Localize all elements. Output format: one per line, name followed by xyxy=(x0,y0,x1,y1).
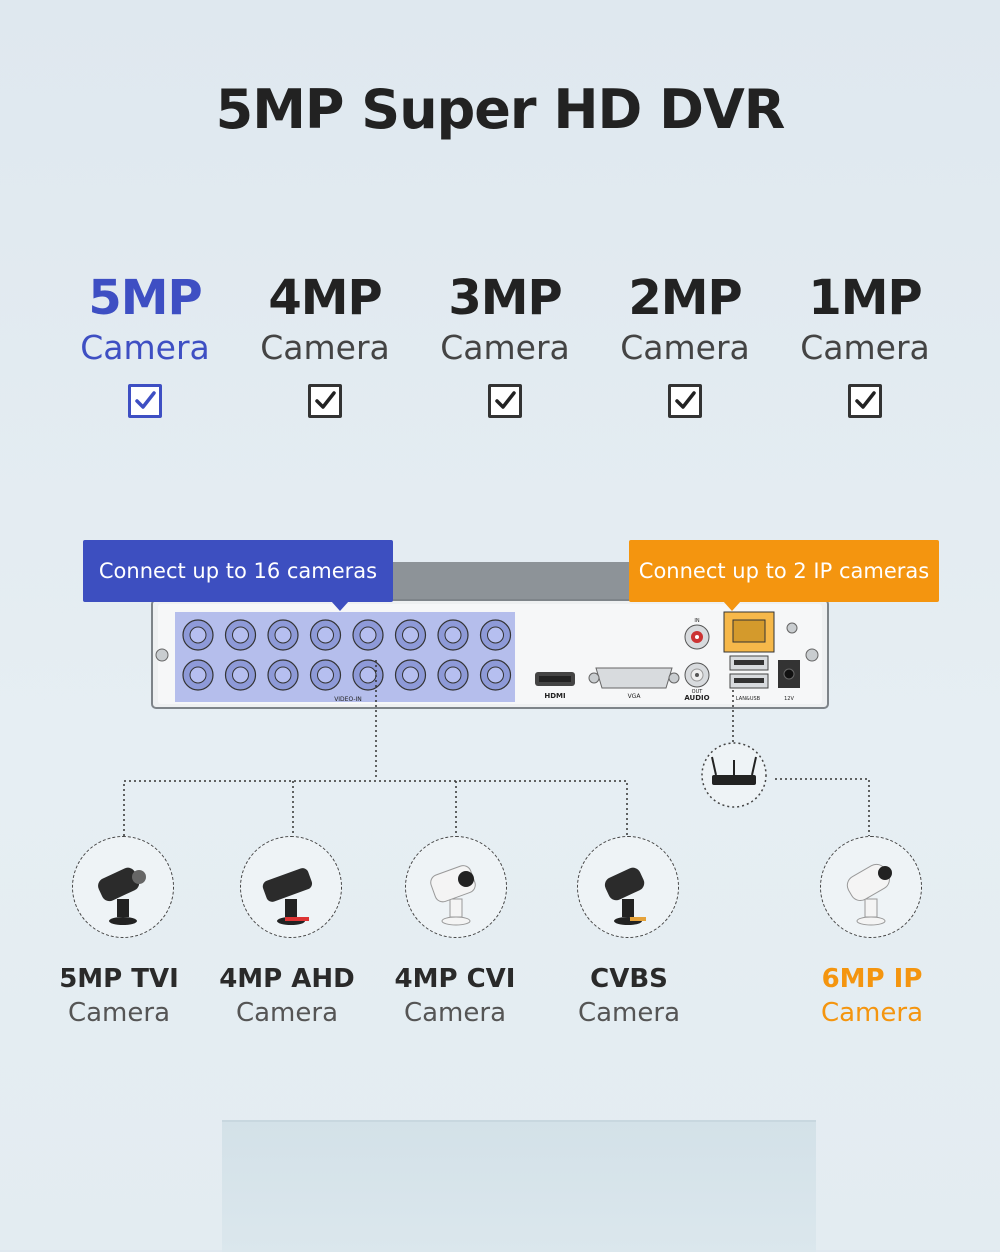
camera-type: Camera xyxy=(67,998,171,1028)
screw-icon xyxy=(805,648,819,662)
bnc-port-center xyxy=(232,626,249,644)
page-title: 5MP Super HD DVR xyxy=(215,78,786,141)
resolution-camera-label: Camera xyxy=(440,328,570,367)
bnc-port-center xyxy=(317,666,334,684)
lan-usb-label: LAN&USB xyxy=(736,696,761,702)
camera-name: CVBS xyxy=(590,964,668,994)
resolution-camera-label: Camera xyxy=(800,328,930,367)
ip-callout-text: Connect up to 2 IP cameras xyxy=(638,559,930,583)
resolution-label: 4MP xyxy=(268,270,382,326)
camera-type: Camera xyxy=(235,998,339,1028)
resolution-label: 1MP xyxy=(808,270,922,326)
camera-label-5mp-tvi: 5MP TVI Camera xyxy=(19,962,219,1030)
screw-icon xyxy=(155,648,169,662)
bnc-port-center xyxy=(444,626,462,644)
resolution-camera-label: Camera xyxy=(80,328,210,367)
checkbox-checked-icon xyxy=(308,384,342,418)
bnc-port-center xyxy=(274,626,292,644)
bnc-port-center xyxy=(189,666,207,684)
hdmi-label: HDMI xyxy=(544,692,565,700)
checkbox-checked-icon xyxy=(488,384,522,418)
analog-callout: Connect up to 16 cameras xyxy=(83,540,393,611)
camera-label-cvbs: CVBS Camera xyxy=(529,962,729,1030)
checkbox-checked-icon xyxy=(848,384,882,418)
bnc-port-center xyxy=(317,626,334,644)
audio-in-label: IN xyxy=(694,618,699,624)
power-label: 12V xyxy=(784,696,794,702)
bullet-camera-icon xyxy=(405,836,507,938)
bullet-camera-icon xyxy=(72,836,174,938)
camera-label-4mp-cvi: 4MP CVI Camera xyxy=(355,962,555,1030)
camera-type: Camera xyxy=(403,998,507,1028)
resolution-label: 2MP xyxy=(628,270,742,326)
screw-icon xyxy=(786,622,798,634)
bnc-port-center xyxy=(359,666,377,684)
bnc-port-center xyxy=(402,626,419,644)
camera-name: 6MP IP xyxy=(821,964,923,994)
display-pedestal xyxy=(222,1120,816,1252)
audio-label: AUDIO xyxy=(684,694,709,702)
audio-out-label: OUT xyxy=(692,689,704,695)
bnc-port-center xyxy=(189,626,207,644)
camera-type: Camera xyxy=(820,998,924,1028)
bnc-port-center xyxy=(402,666,419,684)
camera-name: 4MP AHD xyxy=(219,964,355,994)
bnc-port-center xyxy=(487,666,504,684)
resolution-label: 5MP xyxy=(88,270,202,326)
camera-label-4mp-ahd: 4MP AHD Camera xyxy=(187,962,387,1030)
resolution-camera-label: Camera xyxy=(260,328,390,367)
vga-port xyxy=(595,667,673,689)
video-in-label: VIDEO-IN xyxy=(334,696,362,703)
bnc-port-center xyxy=(274,666,292,684)
resolution-2mp: 2MP Camera xyxy=(595,268,775,418)
callout-pointer xyxy=(723,601,741,611)
checkbox-checked-icon xyxy=(668,384,702,418)
checkbox-checked-icon xyxy=(128,384,162,418)
callout-pointer xyxy=(331,601,349,611)
bnc-port-center xyxy=(444,666,462,684)
camera-type: Camera xyxy=(577,998,681,1028)
bnc-port-center xyxy=(232,666,249,684)
bnc-port-center xyxy=(359,626,377,644)
bnc-ports xyxy=(182,619,512,691)
resolution-1mp: 1MP Camera xyxy=(775,268,955,418)
analog-callout-text: Connect up to 16 cameras xyxy=(98,559,378,583)
vga-label: VGA xyxy=(628,693,642,700)
bnc-port-center xyxy=(487,626,504,644)
resolution-3mp: 3MP Camera xyxy=(415,268,595,418)
resolution-5mp: 5MP Camera xyxy=(55,268,235,418)
connection-lines xyxy=(123,660,870,836)
bullet-camera-icon xyxy=(240,836,342,938)
resolution-camera-label: Camera xyxy=(620,328,750,367)
camera-name: 5MP TVI xyxy=(59,964,179,994)
camera-label-6mp-ip: 6MP IP Camera xyxy=(772,962,972,1030)
ip-camera-icon xyxy=(820,836,922,938)
bullet-camera-icon xyxy=(577,836,679,938)
camera-name: 4MP CVI xyxy=(394,964,516,994)
resolution-label: 3MP xyxy=(448,270,562,326)
ip-callout: Connect up to 2 IP cameras xyxy=(629,540,939,611)
resolution-4mp: 4MP Camera xyxy=(235,268,415,418)
